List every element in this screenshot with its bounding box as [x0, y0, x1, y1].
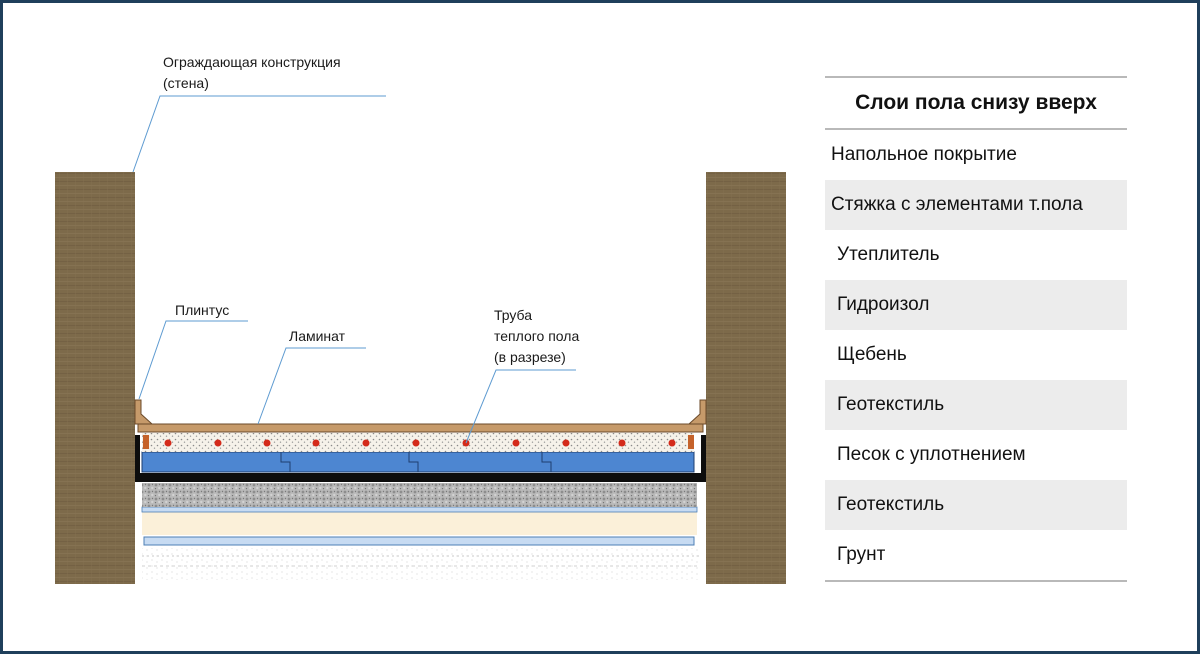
legend-row-soil: Грунт: [837, 544, 886, 565]
layers-legend: Слои пола снизу вверх Напольное покрытие…: [825, 76, 1127, 582]
heating-pipe: [412, 439, 420, 447]
heating-pipe: [263, 439, 271, 447]
heating-pipes: [164, 439, 676, 447]
leader-lines: [132, 95, 576, 444]
damper-tape-left: [143, 435, 149, 449]
waterproofing-layer: [135, 473, 706, 482]
legend-row-screed: Стяжка с элементами т.пола: [825, 180, 1127, 230]
pipe-callout-line1: Труба: [494, 307, 533, 323]
heating-pipe: [668, 439, 676, 447]
legend-row-gravel: Щебень: [837, 344, 907, 365]
wall-callout: Ограждающая конструкция (стена): [163, 52, 341, 94]
right-wall: [706, 172, 786, 584]
floor-cross-section: [55, 95, 786, 584]
geotextile-upper: [141, 506, 698, 513]
left-wall: [55, 172, 135, 584]
damper-tape-right: [688, 435, 694, 449]
legend-row-insulation: Утеплитель: [837, 244, 940, 265]
legend-row-sand: Песок с уплотнением: [837, 444, 1026, 465]
heating-pipe: [214, 439, 222, 447]
pipe-callout-line3: (в разрезе): [494, 349, 566, 365]
heating-pipe: [512, 439, 520, 447]
wall-callout-line2: (стена): [163, 75, 209, 91]
laminate-callout: Ламинат: [289, 328, 346, 344]
heating-pipe: [562, 439, 570, 447]
heating-pipe: [618, 439, 626, 447]
laminate-layer: [137, 423, 704, 433]
legend-title: Слои пола снизу вверх: [825, 76, 1127, 130]
waterproofing-right-upturn: [701, 435, 706, 475]
legend-row-geotextile-lower: Геотекстиль: [825, 480, 1127, 530]
legend-row-geotextile-upper: Геотекстиль: [825, 380, 1127, 430]
heating-pipe: [362, 439, 370, 447]
legend-row-waterproofing: Гидроизол: [825, 280, 1127, 330]
waterproofing-left-upturn: [135, 435, 140, 475]
soil-layer: [142, 548, 700, 580]
gravel-layer: [142, 483, 697, 507]
legend-row-floor-covering: Напольное покрытие: [831, 144, 1017, 165]
baseboard-callout: Плинтус: [175, 302, 230, 318]
sand-layer: [142, 512, 697, 535]
heating-pipe: [164, 439, 172, 447]
pipe-callout: Труба теплого пола (в разрезе): [494, 305, 579, 368]
geotextile-lower: [143, 536, 695, 546]
pipe-callout-line2: теплого пола: [494, 328, 580, 344]
baseboard-right: [687, 399, 707, 425]
legend-bottom-rule: [825, 580, 1127, 582]
heating-pipe: [312, 439, 320, 447]
baseboard-left: [134, 399, 154, 425]
wall-callout-line1: Ограждающая конструкция: [163, 54, 341, 70]
